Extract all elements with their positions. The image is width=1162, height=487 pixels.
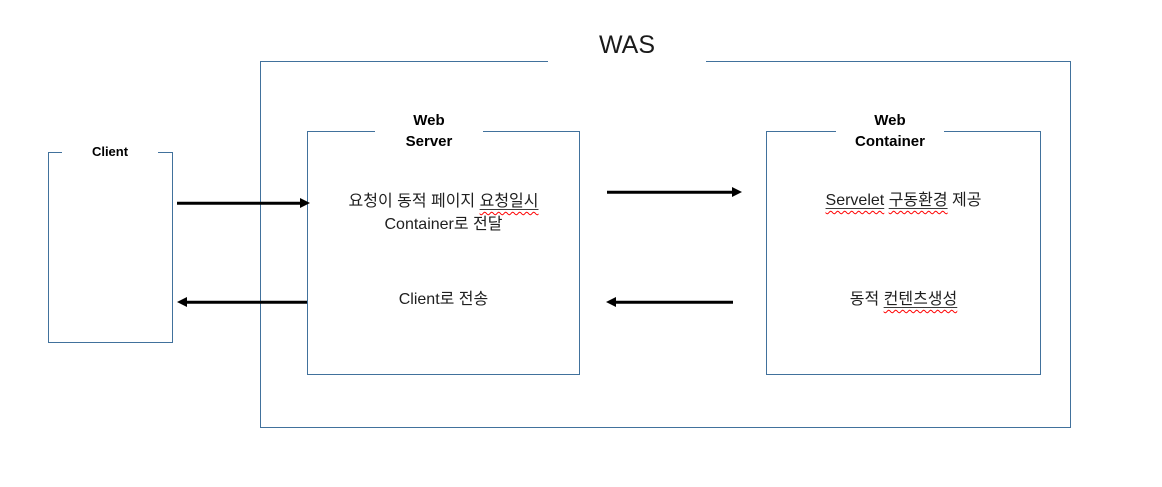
arrow-shaft [186,300,307,304]
arrow-shaft [177,201,301,205]
web-server-title-line2: Server [405,133,453,150]
provide-misspelled1: Servelet [825,192,885,209]
web-server-request-line1: 요청이 동적 페이지 요청일시 [307,190,580,213]
was-title: WAS [548,26,706,64]
arrowhead-right-icon [732,187,742,197]
arrow-webserver-to-client [177,296,307,308]
misspelled-word: 구동환경 [889,192,948,209]
generate-prefix: 동적 [849,291,884,308]
web-server-send-text: Client로 전송 [398,291,489,308]
client-label: Client [62,143,158,161]
web-server-title-line1: Web [413,112,445,129]
client-box [48,152,173,343]
web-server-title: Web Server [375,110,483,152]
arrow-container-to-webserver [606,296,733,308]
web-server-request-text: 요청이 동적 페이지 요청일시 Container로 전달 [307,190,580,236]
provide-suffix: 제공 [947,192,982,209]
request-line1-prefix: 요청이 동적 페이지 [348,193,480,210]
arrow-client-to-webserver [177,197,310,209]
web-container-box [766,131,1041,375]
web-container-title: Web Container [836,110,944,152]
misspelled-word: 컨텐츠생성 [884,291,958,308]
web-container-title-line2: Container [854,133,925,150]
request-line1-misspelled: 요청일시 [479,193,539,210]
web-container-generate-text: 동적 컨텐츠생성 [766,291,1041,309]
web-server-box [307,131,580,375]
misspelled-word: Servelet [826,192,885,209]
arrowhead-left-icon [606,297,616,307]
generate-misspelled: 컨텐츠생성 [883,291,958,308]
arrowhead-right-icon [300,198,310,208]
web-server-request-line2: Container로 전달 [384,216,503,233]
misspelled-word: 요청일시 [480,193,539,210]
provide-misspelled2: 구동환경 [888,192,948,209]
arrow-shaft [607,190,733,194]
arrow-shaft [615,300,733,304]
web-container-provide-text: Servelet 구동환경 제공 [766,192,1041,210]
arrow-webserver-to-container [607,186,742,198]
web-container-title-line1: Web [874,112,906,129]
arrowhead-left-icon [177,297,187,307]
